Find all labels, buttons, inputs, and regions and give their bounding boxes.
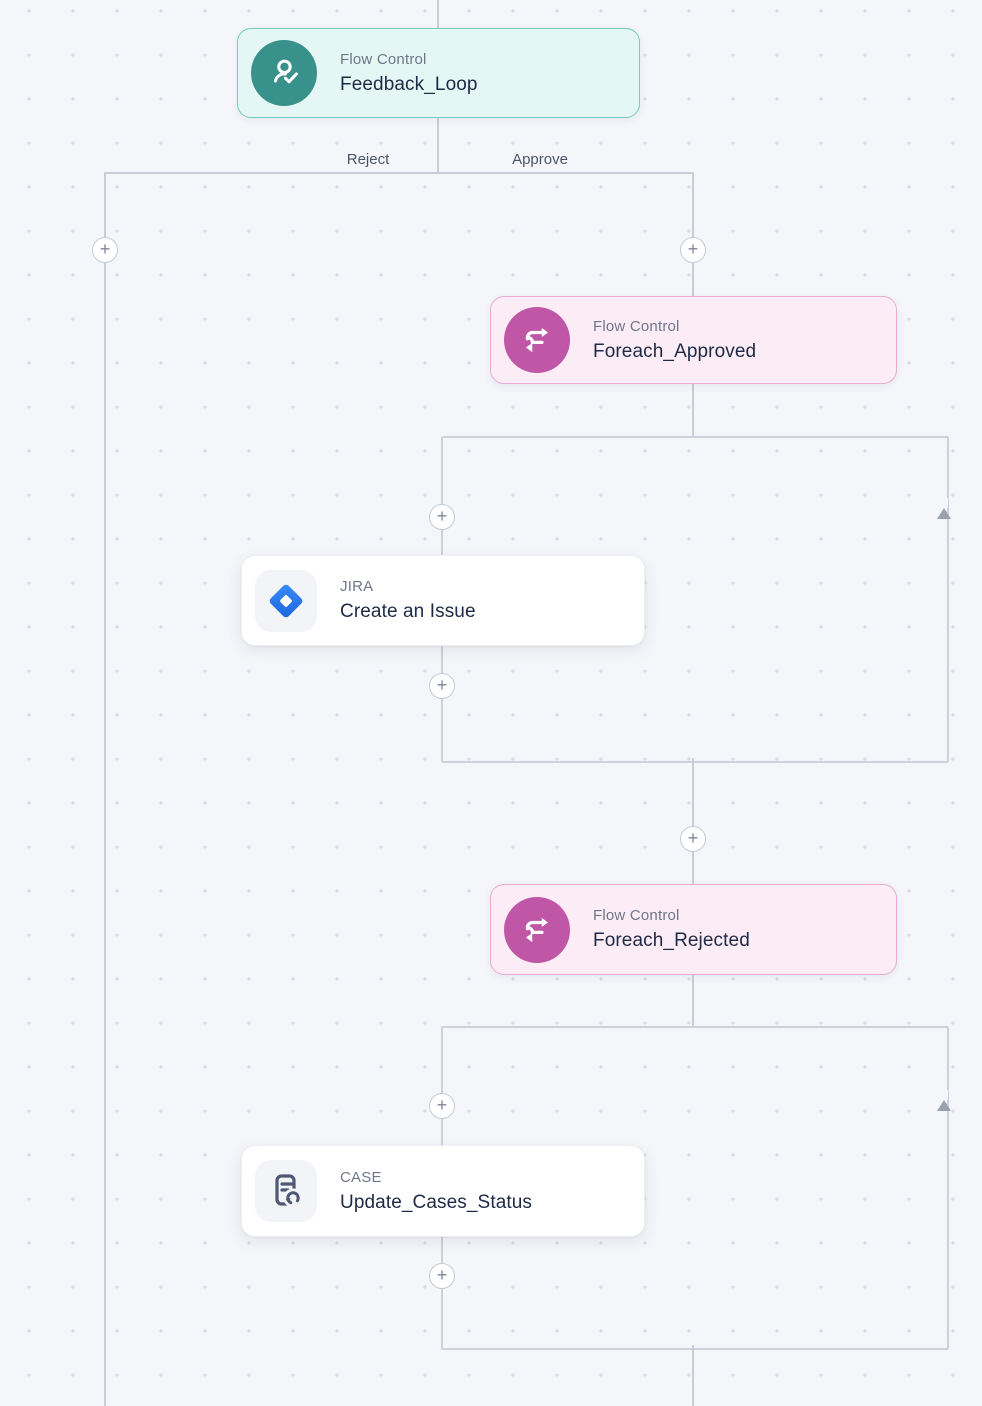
node-category: JIRA <box>340 578 374 595</box>
add-step-button[interactable]: + <box>429 1263 455 1289</box>
arrow-up-icon <box>937 508 951 519</box>
edge-reject-branch <box>104 172 106 1406</box>
edge-branch-split <box>104 172 694 174</box>
add-step-button[interactable]: + <box>429 504 455 530</box>
node-title: Update_Cases_Status <box>340 1191 533 1213</box>
node-create-issue[interactable]: JIRA Create an Issue <box>241 555 645 646</box>
node-foreach-approved[interactable]: Flow Control Foreach_Approved <box>490 296 897 384</box>
node-category: CASE <box>340 1168 382 1186</box>
node-category: Flow Control <box>593 317 680 335</box>
node-foreach-rejected[interactable]: Flow Control Foreach_Rejected <box>490 884 897 975</box>
branch-label-reject: Reject <box>346 151 390 168</box>
edge-loop1-out <box>692 758 694 885</box>
edge-gap <box>940 1090 948 1100</box>
jira-icon <box>255 569 317 632</box>
edge-rejected-to-loop <box>692 974 694 1027</box>
edge-feedback-out <box>437 117 439 174</box>
edge-approved-to-loop <box>692 383 694 438</box>
edge-loop2-out <box>692 1345 694 1406</box>
node-title: Feedback_Loop <box>340 73 478 95</box>
node-title: Foreach_Rejected <box>593 930 750 951</box>
add-step-button[interactable]: + <box>429 1093 455 1119</box>
add-step-button[interactable]: + <box>680 826 706 852</box>
node-title: Foreach_Approved <box>593 340 757 362</box>
edge-top-in <box>437 0 439 29</box>
node-title: Create an Issue <box>340 601 476 622</box>
add-step-button[interactable]: + <box>429 673 455 699</box>
node-category: Flow Control <box>593 907 680 924</box>
branch-label-approve: Approve <box>512 151 568 168</box>
add-step-button[interactable]: + <box>92 237 118 263</box>
edge-approve-branch <box>692 172 694 297</box>
loop-icon <box>504 307 570 373</box>
add-step-button[interactable]: + <box>680 237 706 263</box>
node-update-cases-status[interactable]: CASE Update_Cases_Status <box>241 1145 645 1237</box>
arrow-up-icon <box>937 1100 951 1111</box>
edge-gap <box>940 498 948 508</box>
loop-icon <box>504 896 570 963</box>
node-category: Flow Control <box>340 50 427 68</box>
document-sync-icon <box>255 1160 317 1222</box>
user-check-icon <box>251 40 317 106</box>
node-feedback-loop[interactable]: Flow Control Feedback_Loop <box>237 28 640 118</box>
